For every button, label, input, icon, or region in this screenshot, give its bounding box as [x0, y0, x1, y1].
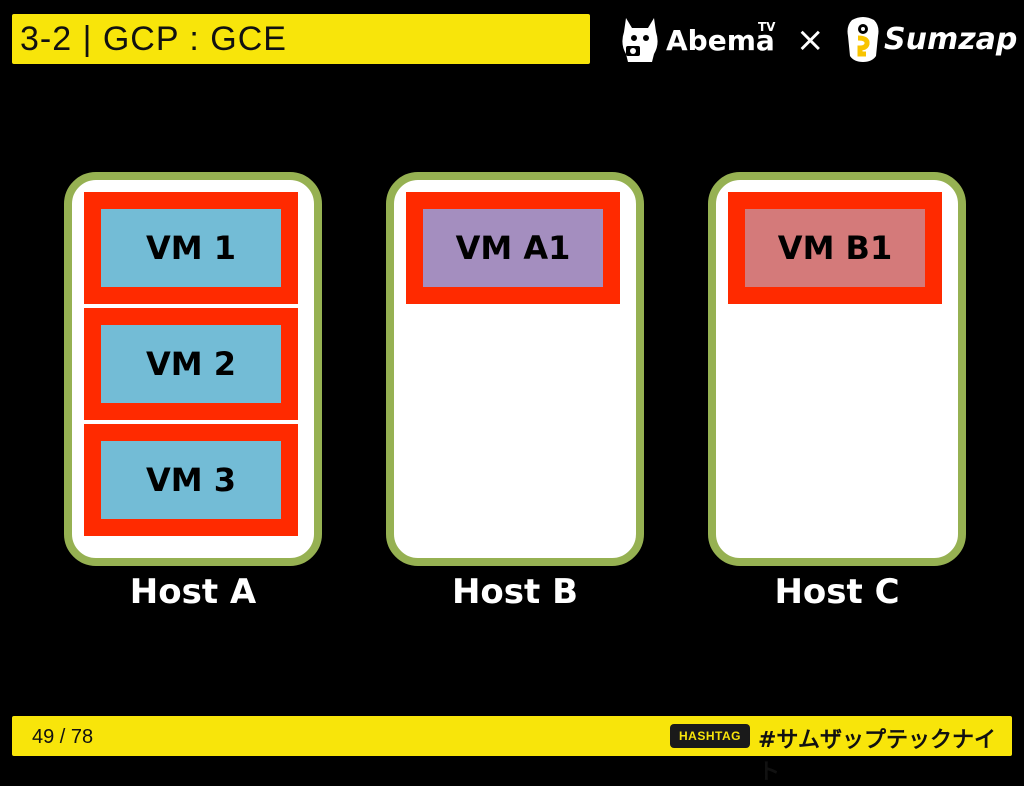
- host-a-label: Host A: [129, 572, 257, 612]
- host-c-box: VM B1: [708, 172, 966, 566]
- vm-frame: VM 2: [84, 308, 298, 420]
- sponsor-logos: Abema TV × Sumzap: [618, 14, 1018, 66]
- hashtag-text: #サムザップテックナイト: [758, 728, 996, 785]
- hashtag-badge: HASHTAG: [670, 724, 750, 748]
- vm-label: VM 1: [101, 209, 281, 287]
- vm-frame: VM B1: [728, 192, 942, 304]
- vm-frame: VM 1: [84, 192, 298, 304]
- vm-frame: VM 3: [84, 424, 298, 536]
- abema-logo-text: Abema: [666, 24, 775, 57]
- vm-frame: VM A1: [406, 192, 620, 304]
- vm-label: VM 2: [101, 325, 281, 403]
- host-a-box: VM 1 VM 2 VM 3: [64, 172, 322, 566]
- abema-tv-suffix: TV: [758, 20, 776, 34]
- sumzap-logo-text: Sumzap: [884, 22, 1018, 57]
- host-b-label: Host B: [451, 572, 579, 612]
- slide-title: 3-2 | GCP : GCE: [20, 20, 287, 58]
- slide-title-bar: 3-2 | GCP : GCE: [12, 14, 590, 64]
- host-b-box: VM A1: [386, 172, 644, 566]
- vm-label: VM B1: [745, 209, 925, 287]
- page-number: 49 / 78: [32, 726, 94, 748]
- sumzap-mascot-icon: [847, 17, 879, 62]
- vm-label: VM 3: [101, 441, 281, 519]
- host-c-label: Host C: [774, 572, 900, 612]
- abema-mascot-icon: [622, 18, 658, 62]
- slide-footer: 49 / 78 HASHTAG #サムザップテックナイト: [12, 716, 1012, 785]
- logo-separator: ×: [796, 20, 825, 60]
- vm-label: VM A1: [423, 209, 603, 287]
